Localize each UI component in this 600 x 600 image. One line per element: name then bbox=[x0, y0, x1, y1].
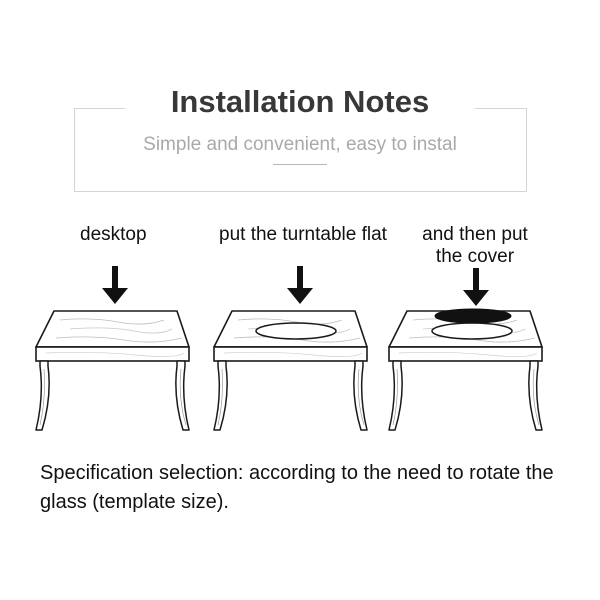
step-1-caption: desktop bbox=[80, 224, 147, 245]
arrow-down-icon bbox=[287, 266, 313, 304]
specification-note: Specification selection: according to th… bbox=[40, 462, 554, 513]
arrow-down-icon bbox=[102, 266, 128, 304]
cover-icon bbox=[434, 308, 512, 324]
step-2-caption: put the turntable flat bbox=[219, 224, 387, 245]
step-3-caption: and then put the cover bbox=[422, 224, 528, 267]
page-title: Installation Notes bbox=[125, 80, 475, 124]
subtitle-underline bbox=[273, 164, 327, 165]
page-subtitle: Simple and convenient, easy to instal bbox=[143, 134, 457, 155]
table-icon bbox=[35, 310, 190, 431]
arrow-down-icon bbox=[463, 268, 489, 306]
turntable-icon bbox=[255, 322, 337, 340]
turntable-icon bbox=[431, 322, 513, 340]
